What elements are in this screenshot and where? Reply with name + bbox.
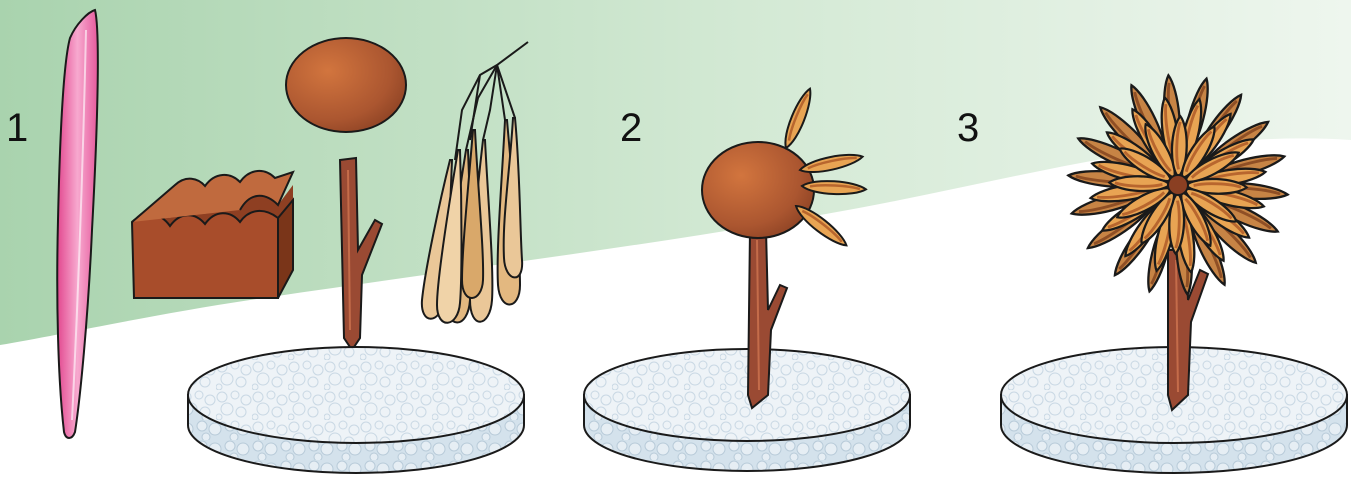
foam-base-illustration [584,349,910,471]
step-number-1: 1 [6,108,28,148]
clay-ball-illustration [286,38,406,132]
step-number-3: 3 [957,108,979,148]
step-number-2: 2 [620,108,642,148]
clay-ball-illustration [702,142,814,238]
foam-base-illustration [188,347,524,473]
flower-center [1168,175,1188,195]
